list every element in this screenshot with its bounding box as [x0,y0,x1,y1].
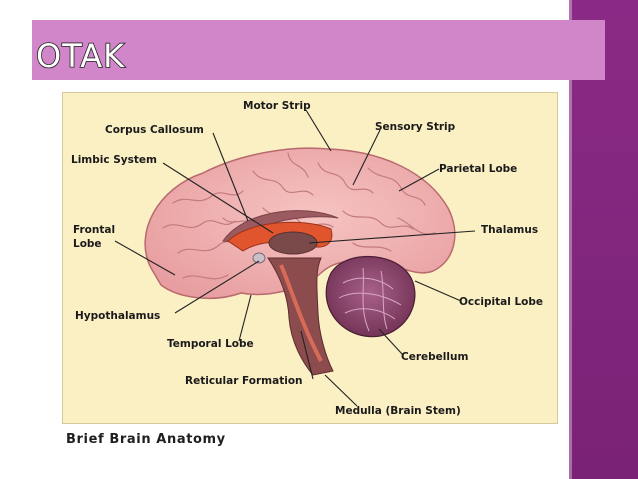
label-hypothalamus: Hypothalamus [75,310,160,322]
figure-caption: Brief Brain Anatomy [66,432,226,447]
label-frontal-lobe: Lobe [73,238,102,250]
hypothalamus-shape [252,252,266,264]
label-occipital-lobe: Occipital Lobe [459,296,543,308]
label-cerebellum: Cerebellum [401,351,468,363]
label-reticular-formation: Reticular Formation [185,375,303,387]
thalamus-shape [268,231,318,255]
cerebellum-shape [325,256,416,338]
brain-diagram: Motor Strip Corpus Callosum Sensory Stri… [71,100,543,417]
title-bar [32,20,605,80]
label-limbic-system: Limbic System [71,154,157,166]
label-sensory-strip: Sensory Strip [375,121,456,133]
label-motor-strip: Motor Strip [243,100,311,112]
label-parietal-lobe: Parietal Lobe [439,163,517,175]
cerebellum-folia [338,267,402,332]
label-medulla: Medulla (Brain Stem) [335,405,461,417]
brain-diagram-panel: Motor Strip Corpus Callosum Sensory Stri… [62,92,558,424]
label-thalamus: Thalamus [481,224,538,236]
leader-lines [114,109,476,407]
label-corpus-callosum: Corpus Callosum [105,124,204,136]
label-frontal: Frontal [73,224,115,236]
label-temporal-lobe: Temporal Lobe [167,338,254,350]
slide-title: OTAK [35,36,126,76]
gyri-texture [162,152,436,280]
